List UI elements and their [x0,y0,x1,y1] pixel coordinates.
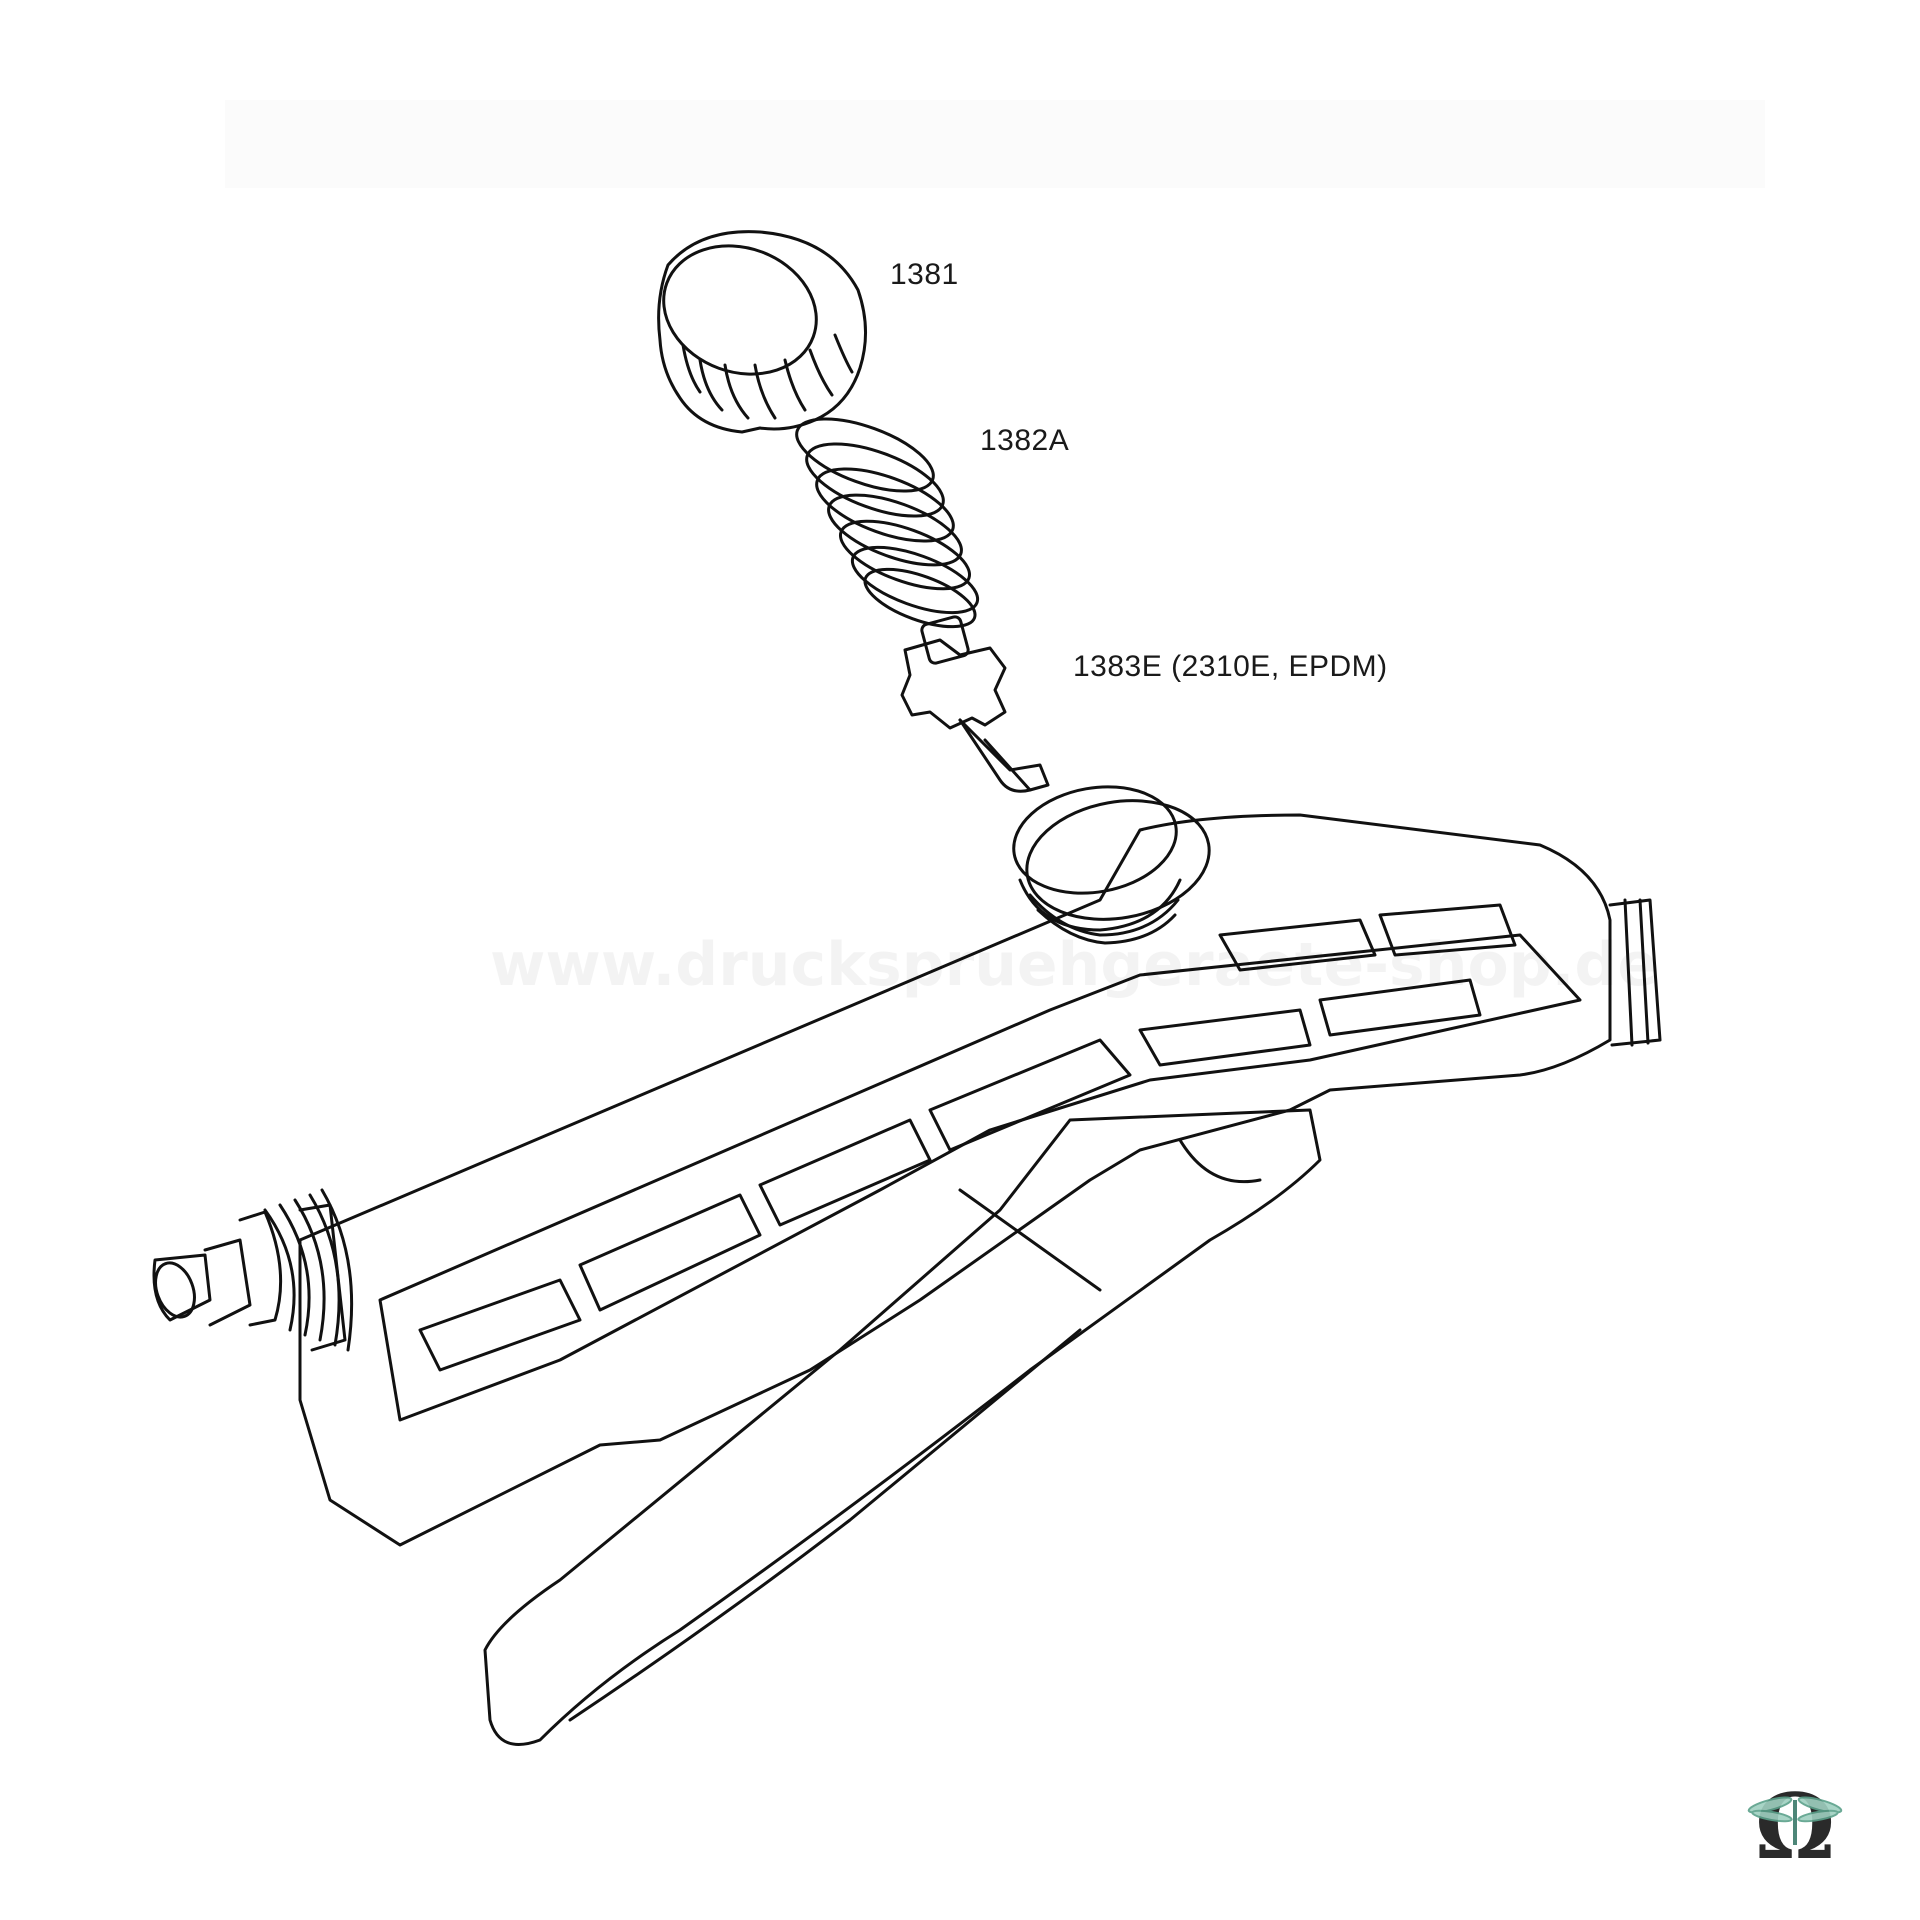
valve-1383e [900,615,1050,793]
trigger-lever [483,1108,1322,1746]
brand-logo: Ω [1740,1770,1850,1880]
part-label-1382a: 1382A [980,424,1070,457]
header-shade [225,100,1765,188]
part-label-1383e: 1383E (2310E, EPDM) [1073,650,1388,683]
dragonfly-icon: Ω [1747,1774,1843,1880]
spring-1382a [795,417,980,629]
part-label-1381: 1381 [890,258,959,291]
watermark-text: www.druckspruehgeraete-shop.de [490,930,1658,1000]
cap-1381 [657,230,868,434]
nozzle-connector [152,1188,354,1352]
gun-body [298,785,1662,1547]
